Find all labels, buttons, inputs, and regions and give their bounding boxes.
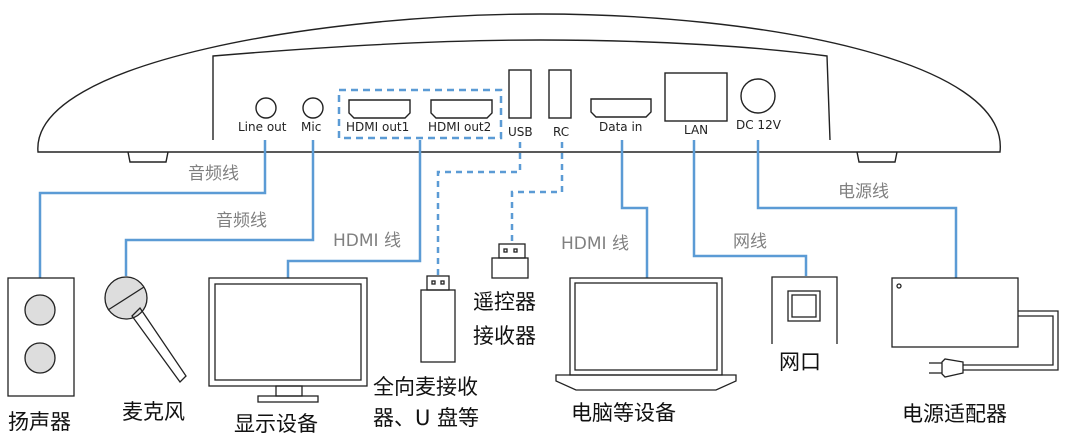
lan-port <box>664 72 728 122</box>
device-label-power-adapter: 电源适配器 <box>902 402 1007 426</box>
port-label-hdmi-out2: HDMI out2 <box>428 120 492 134</box>
device-label-rc-line2: 接收器 <box>473 324 536 348</box>
device-label-network-port: 网口 <box>779 350 821 374</box>
cable-mic <box>124 140 315 276</box>
cable-label-audio-1: 音频线 <box>188 164 239 184</box>
device-label-usb-line2: 器、U 盘等 <box>373 406 480 430</box>
usb-stick-icon <box>420 275 456 363</box>
port-label-hdmi-out1: HDMI out1 <box>346 120 410 134</box>
device-label-computer: 电脑等设备 <box>571 401 676 425</box>
cable-line-out <box>38 140 267 278</box>
cable-label-power: 电源线 <box>838 182 889 202</box>
line-out-port <box>255 97 277 119</box>
microphone-icon <box>104 276 187 383</box>
port-label-lan: LAN <box>684 123 709 137</box>
hdmi-out2-port <box>430 99 493 119</box>
cable-power <box>756 140 958 278</box>
device-label-speaker: 扬声器 <box>8 410 71 434</box>
device-label-display: 显示设备 <box>234 412 318 436</box>
cable-data-in <box>620 140 649 278</box>
cable-label-hdmi-1: HDMI 线 <box>333 231 401 251</box>
device-label-usb-line1: 全向麦接收 <box>373 375 478 399</box>
rc-receiver-icon <box>491 243 529 279</box>
cable-usb <box>436 142 522 276</box>
port-label-dc: DC 12V <box>736 118 781 132</box>
hdmi-out1-port <box>348 99 411 119</box>
hdmi-group-outline <box>337 88 503 140</box>
mic-port <box>302 97 324 119</box>
port-label-mic: Mic <box>301 120 322 134</box>
usb-port <box>508 69 532 119</box>
power-adapter-icon <box>891 277 1059 378</box>
cable-label-network: 网线 <box>733 232 767 252</box>
device-label-rc-line1: 遥控器 <box>473 290 536 314</box>
laptop-icon <box>555 277 737 391</box>
data-in-port <box>590 98 652 118</box>
speaker-icon <box>7 277 75 397</box>
display-icon <box>208 277 368 403</box>
dc-port <box>740 78 776 114</box>
cable-rc <box>510 142 564 244</box>
cable-lan <box>692 140 808 276</box>
rc-port <box>548 69 572 119</box>
cable-label-audio-2: 音频线 <box>216 211 267 231</box>
device-label-microphone: 麦克风 <box>122 400 185 424</box>
device-foot-right <box>856 151 898 163</box>
port-label-usb: USB <box>508 125 533 139</box>
device-foot-left <box>127 151 169 163</box>
port-label-rc: RC <box>553 125 570 139</box>
device-body-outline <box>37 13 1001 153</box>
cable-label-hdmi-2: HDMI 线 <box>561 234 629 254</box>
device-rear-panel <box>212 39 831 141</box>
port-label-data-in: Data in <box>599 120 643 134</box>
network-port-icon <box>771 276 838 344</box>
port-label-line-out: Line out <box>238 120 287 134</box>
cable-hdmi-display <box>286 140 422 278</box>
